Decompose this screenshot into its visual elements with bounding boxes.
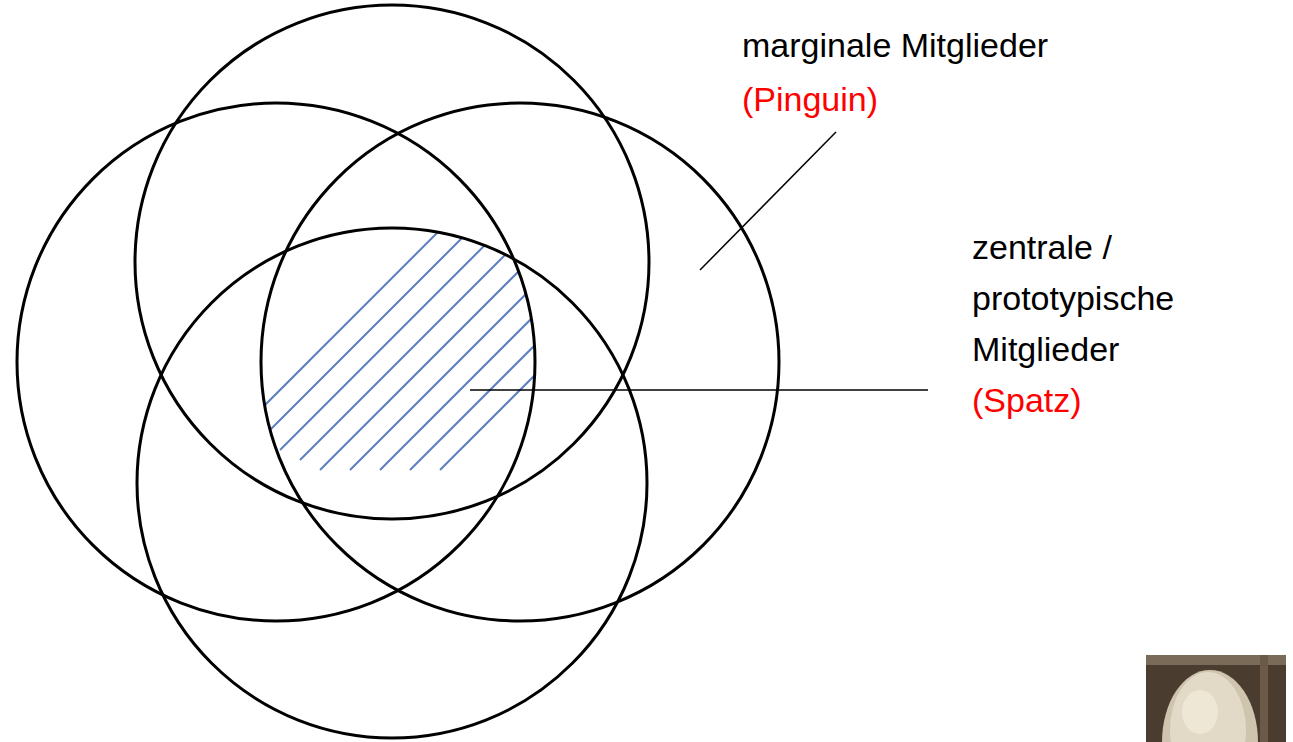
callout-label: zentrale / prototypische Mitglieder — [972, 222, 1204, 375]
leader-line — [470, 389, 928, 391]
category-circle — [137, 228, 647, 738]
callout-example: (Spatz) — [972, 375, 1082, 426]
category-circle — [261, 103, 779, 621]
category-circles — [17, 5, 779, 738]
callout-example: (Pinguin) — [742, 74, 878, 125]
center-hatching — [250, 220, 690, 470]
category-circle — [135, 5, 649, 519]
callout-label: marginale Mitglieder — [742, 20, 1048, 71]
portrait-photo — [1146, 655, 1286, 742]
category-circle — [17, 103, 535, 621]
leader-line — [700, 132, 836, 270]
